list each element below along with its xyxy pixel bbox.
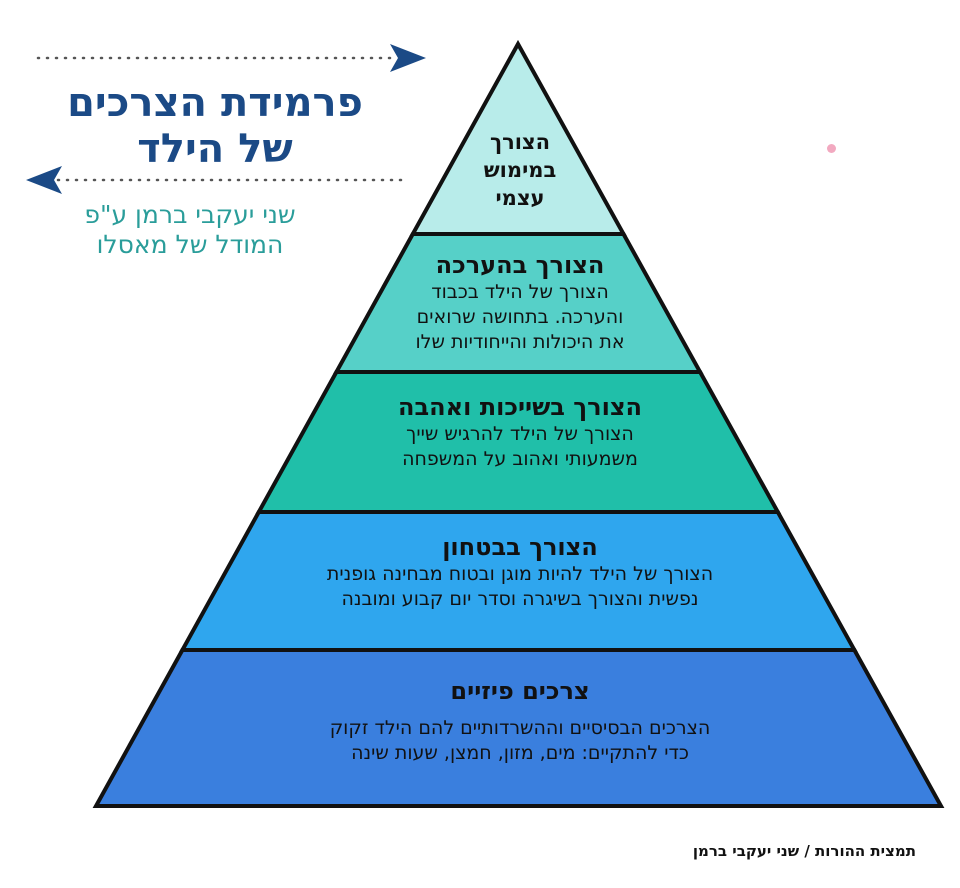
title-line-2: של הילד — [137, 126, 293, 172]
tier-physiological: צרכים פיזיים הצרכים הבסיסיים וההשרדותיים… — [232, 676, 808, 766]
footer-credit: תמצית ההורות / שני יעקבי ברמן — [692, 842, 916, 860]
subtitle-line-2: המודל של מאסלו — [96, 230, 284, 259]
tier-title: צרכים פיזיים — [450, 677, 590, 705]
arrows — [26, 44, 426, 194]
diagram-subtitle: שני יעקבי ברמן ע"פ המודל של מאסלו — [20, 200, 360, 260]
decorative-dot — [827, 144, 836, 153]
tier-body-line: והערכה. בתחושה שרואים — [416, 306, 624, 328]
tier-title: הצורך בבטחון — [442, 533, 598, 561]
right-arrow-icon — [390, 44, 426, 72]
diagram-title: פרמידת הצרכים של הילד — [20, 80, 410, 172]
tier-title: הצורך — [489, 130, 551, 154]
tier-belonging: הצורך בשייכות ואהבה הצורך של הילד להרגיש… — [320, 392, 720, 472]
tier-body-line: הצורך של הילד בכבוד — [431, 281, 609, 303]
pyramid-tiers — [92, 39, 945, 808]
tier-body-line: את היכולות והייחודיות שלו — [415, 331, 625, 353]
tier-body-line: הצורך של הילד להרגיש שייך — [406, 423, 634, 445]
subtitle-line-1: שני יעקבי ברמן ע"פ — [84, 200, 296, 229]
tier-self-actualization: הצורך במימוש עצמי — [440, 128, 600, 212]
tier-title: הצורך בשייכות ואהבה — [398, 393, 642, 421]
tier-safety: הצורך בבטחון הצורך של הילד להיות מוגן וב… — [222, 532, 818, 612]
tier-body-line: הצורך של הילד להיות מוגן ובטוח מבחינה גו… — [326, 563, 714, 585]
tier-title: הצורך בהערכה — [435, 251, 605, 279]
left-arrow-icon — [26, 166, 62, 194]
tier-body-line: נפשית והצורך בשיגרה וסדר יום קבוע ומובנה — [341, 588, 699, 610]
tier-body-line: כדי להתקיים: מים, מזון, חמצן, שעות שינה — [351, 742, 689, 764]
tier-esteem: הצורך בהערכה הצורך של הילד בכבוד והערכה.… — [370, 250, 670, 355]
tier-shape-physiological — [92, 648, 945, 808]
tier-body-line: משמעותי ואהוב על המשפחה — [402, 448, 638, 470]
title-line-1: פרמידת הצרכים — [67, 80, 363, 126]
tier-body-line: הצרכים הבסיסיים וההשרדותיים להם הילד זקו… — [329, 717, 711, 739]
tier-title: במימוש — [483, 158, 557, 182]
tier-title: עצמי — [495, 186, 545, 210]
